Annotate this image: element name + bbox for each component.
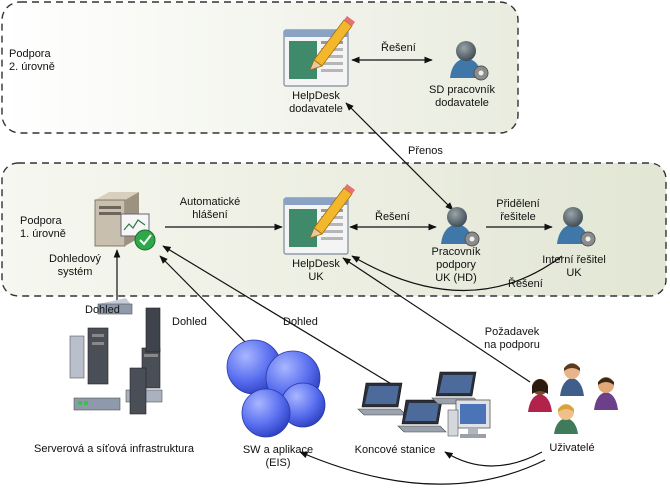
internal-solver-line2: UK	[566, 267, 582, 279]
sd-vendor-line2: dodavatele	[435, 97, 489, 109]
edge-label-monitor-stations: Dohled	[283, 316, 318, 328]
support-worker-line3: UK (HD)	[435, 272, 477, 284]
server-infrastructure-icon	[69, 298, 163, 415]
monitoring-line1: Dohledový	[49, 253, 101, 265]
edge-label-request: Požadavek na podporu	[484, 326, 540, 352]
edge-label-resolution-vendor: Řešení	[381, 42, 416, 54]
helpdesk-vendor-line2: dodavatele	[289, 103, 343, 115]
monitoring-line2: systém	[57, 266, 93, 278]
label-sd-vendor: SD pracovník dodavatele	[429, 84, 495, 110]
edge-users-sw	[299, 451, 546, 485]
label-helpdesk-uk: HelpDesk UK	[292, 258, 340, 284]
label-helpdesk-vendor: HelpDesk dodavatele	[289, 90, 343, 116]
edge-label-resolution-uk: Řešení	[375, 211, 410, 223]
internal-solver-line1: Interní řešitel	[542, 254, 606, 266]
zone-2-label-line2: 2. úrovně	[9, 61, 55, 73]
zone-1-label-line2: 1. úrovně	[20, 228, 66, 240]
monitoring-system-icon	[94, 192, 156, 251]
label-sw-apps: SW a aplikace (EIS)	[243, 444, 313, 470]
label-workstations: Koncové stanice	[354, 444, 436, 456]
zone-label-support-2: Podpora 2. úrovně	[9, 48, 55, 74]
zone-1-label-line1: Podpora	[20, 215, 62, 227]
zone-label-support-1: Podpora 1. úrovně	[20, 215, 66, 241]
support-worker-line2: podpory	[436, 259, 476, 271]
helpdesk-uk-line2: UK	[308, 271, 324, 283]
label-monitoring-system: Dohledový systém	[49, 253, 101, 279]
sw-applications-icon	[226, 339, 326, 438]
edge-resolution-back	[351, 255, 563, 292]
zone-support-level-2	[1, 1, 519, 134]
internal-solver-person-icon	[557, 207, 596, 247]
label-support-worker: Pracovník podpory UK (HD)	[432, 246, 481, 285]
assign-line1: Přidělení	[496, 198, 540, 210]
edge-label-assign: Přidělení řešitele	[496, 198, 539, 224]
edge-monitor-stations	[162, 245, 399, 389]
request-line2: na podporu	[484, 339, 540, 351]
edge-label-transfer: Přenos	[406, 145, 445, 158]
helpdesk-uk-line1: HelpDesk	[292, 258, 340, 270]
edge-users-stations	[444, 451, 543, 467]
label-users: Uživatelé	[549, 442, 595, 454]
edge-label-monitor-servers: Dohled	[85, 304, 120, 316]
edge-transfer	[345, 102, 454, 211]
helpdesk-vendor-icon	[283, 16, 355, 87]
edge-request	[342, 257, 531, 383]
zone-2-label-line1: Podpora	[9, 48, 51, 60]
edge-label-monitor-sw: Dohled	[172, 316, 207, 328]
sw-apps-line1: SW a aplikace	[242, 444, 314, 456]
assign-line2: řešitele	[500, 211, 536, 223]
edge-label-auto-report: Automatické hlášení	[180, 196, 241, 222]
support-worker-line1: Pracovník	[431, 246, 481, 258]
sd-vendor-line1: SD pracovník	[428, 84, 496, 96]
users-icon	[528, 363, 618, 434]
edge-monitor-sw	[159, 255, 256, 353]
auto-report-line1: Automatické	[179, 196, 241, 208]
sd-vendor-person-icon	[450, 41, 489, 81]
helpdesk-vendor-line1: HelpDesk	[292, 90, 340, 102]
auto-report-line2: hlášení	[192, 209, 228, 221]
label-servers: Serverová a síťová infrastruktura	[34, 443, 195, 455]
request-line1: Požadavek	[484, 326, 540, 338]
helpdesk-uk-icon	[283, 184, 355, 255]
workstations-icon	[357, 371, 491, 438]
label-internal-solver: Interní řešitel UK	[542, 254, 606, 280]
sw-apps-line2: (EIS)	[265, 457, 291, 469]
support-worker-person-icon	[441, 207, 480, 247]
edge-label-resolution-back: Řešení	[508, 278, 543, 290]
